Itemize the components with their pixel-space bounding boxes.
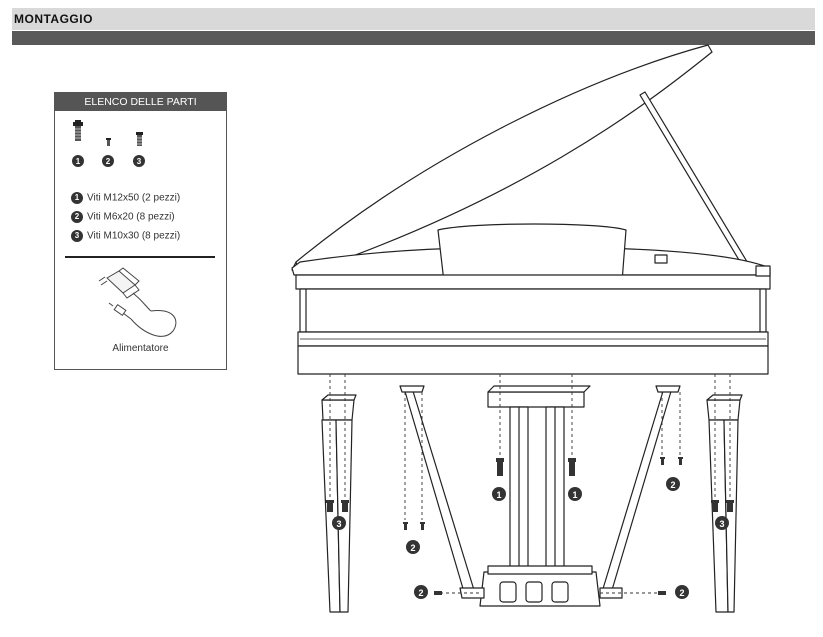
right-brace [601,387,673,593]
callout-2-icon [406,540,420,554]
lid-prop-stick [639,91,753,271]
callout-3-icon [332,516,346,530]
parts-item-label: Viti M6x20 (8 pezzi) [87,211,175,223]
badge-3-icon [133,155,145,167]
screw-m10-icon [136,132,143,146]
page-title: MONTAGGIO [14,12,93,26]
header-rule [12,31,815,45]
callout-2-icon [675,585,689,599]
svg-text:3: 3 [137,157,142,166]
badge-1-icon: 1 [71,192,83,204]
music-rest [437,223,627,283]
svg-text:2: 2 [418,588,423,598]
svg-text:2: 2 [410,543,415,553]
piano-body [295,274,771,290]
callout-2-icon [666,477,680,491]
parts-divider [65,256,215,258]
screw-m12-icon [73,120,83,141]
callout-1-icon [492,487,506,501]
svg-text:1: 1 [496,490,501,500]
right-leg [706,394,743,613]
badge-1-icon [72,155,84,167]
piano-lid [291,44,713,276]
svg-text:2: 2 [679,588,684,598]
svg-text:2: 2 [670,480,675,490]
svg-text:3: 3 [336,519,341,529]
screws [326,457,734,595]
power-adapter-icon [98,267,177,337]
header-bar [12,8,815,30]
callout-1-icon [568,487,582,501]
screw-m6-icon [106,138,111,146]
callout-3-icon [715,516,729,530]
svg-text:1: 1 [572,490,577,500]
adapter-label: Alimentatore [112,343,169,354]
callout-2-icon [414,585,428,599]
svg-text:1: 1 [76,157,81,166]
svg-text:3: 3 [719,519,724,529]
svg-text:2: 2 [106,157,111,166]
parts-item-1: 1 Viti M12x50 (2 pezzi) [71,192,180,204]
badge-2-icon [102,155,114,167]
parts-list-title: ELENCO DELLE PARTI [55,93,226,111]
left-brace [403,387,475,593]
callouts: 1 1 3 3 2 2 2 2 [332,477,729,599]
parts-item-label: Viti M10x30 (8 pezzi) [87,230,181,242]
pedals [499,581,569,603]
parts-item-label: Viti M12x50 (2 pezzi) [87,192,181,204]
badge-3-icon: 3 [71,230,83,242]
parts-icons: 1 2 3 [72,120,177,337]
badge-2-icon: 2 [71,211,83,223]
parts-item-3: 3 Viti M10x30 (8 pezzi) [71,230,180,242]
parts-item-2: 2 Viti M6x20 (8 pezzi) [71,211,175,223]
pedal-top-board [487,391,585,408]
parts-list-box: ELENCO DELLE PARTI 1 2 [54,92,227,370]
